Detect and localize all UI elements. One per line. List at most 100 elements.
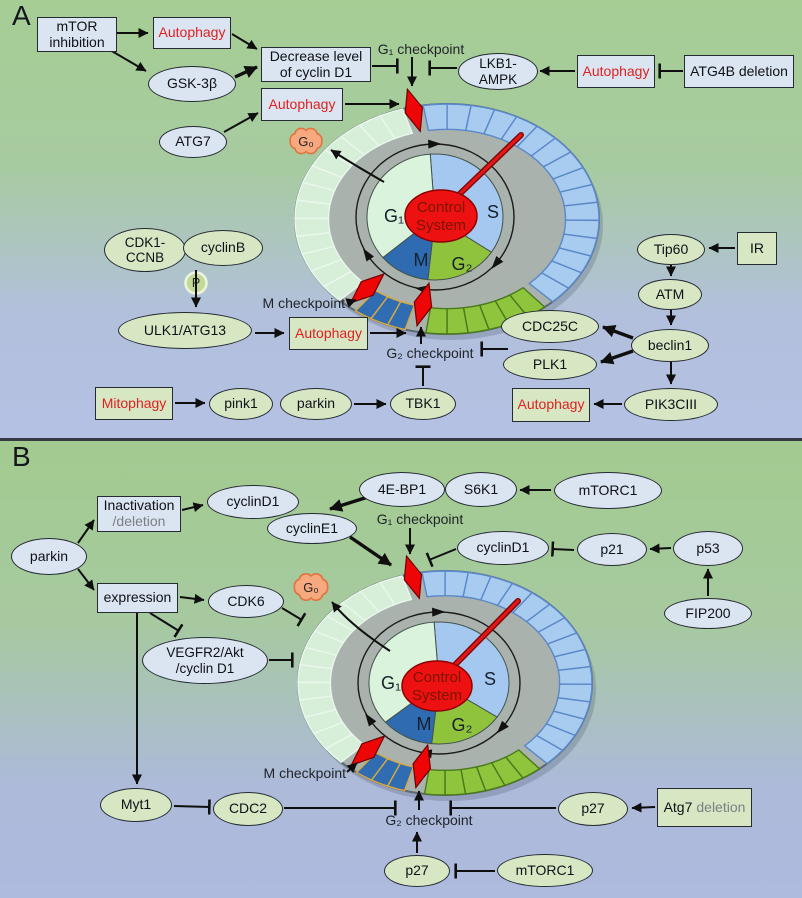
phase-label-m-a: M bbox=[414, 250, 429, 270]
cycle-arrowhead bbox=[496, 720, 509, 734]
arrow-connector bbox=[631, 802, 656, 813]
phase-label-g1-b: G₁ bbox=[381, 673, 401, 693]
panel-a-letter: A bbox=[12, 0, 31, 31]
panel-b-letter: B bbox=[12, 441, 31, 472]
inhibition-connector bbox=[281, 607, 307, 627]
arrow-connector bbox=[231, 33, 258, 50]
node-s6k1: S6K1 bbox=[445, 472, 517, 507]
g1-checkpoint-label-a: G₁ checkpoint bbox=[377, 41, 465, 57]
phase-segment bbox=[563, 201, 600, 222]
g0-cloud-shape bbox=[289, 127, 323, 155]
phase-segment bbox=[379, 108, 414, 140]
node-cdk1-ccnb: CDK1- CCNB bbox=[104, 228, 186, 272]
g0-cloud-b bbox=[293, 573, 329, 601]
inhibition-connector bbox=[551, 541, 575, 557]
phase-label-g2-b: G₂ bbox=[452, 715, 473, 735]
arrow-connector bbox=[77, 568, 95, 591]
m-checkpoint-label-a: M checkpoint bbox=[262, 295, 345, 311]
checkpoint-diamond bbox=[412, 743, 432, 789]
node-expression: expression bbox=[97, 583, 178, 613]
atg7-text: Atg7 bbox=[663, 798, 693, 815]
g0-label-a: G₀ bbox=[298, 134, 314, 149]
arrow-connector bbox=[346, 762, 358, 774]
checkpoint-diamond bbox=[350, 735, 386, 767]
panel-b-diagram-layer: G₁ S G₂ M Control System G₀ bbox=[77, 485, 713, 879]
node-cdk6: CDK6 bbox=[208, 585, 284, 618]
control-system-label-a: Control bbox=[417, 199, 465, 216]
node-myt1: Myt1 bbox=[100, 788, 172, 822]
node-mtor-inhibition: mTOR inhibition bbox=[37, 17, 117, 52]
phase-wedge bbox=[433, 621, 510, 718]
control-system-label-b: Control bbox=[413, 669, 461, 686]
node-p21: p21 bbox=[577, 533, 647, 566]
g2-checkpoint-label-b: G₂ checkpoint bbox=[385, 812, 473, 828]
node-inactivation-deletion: Inactivation /deletion bbox=[97, 496, 181, 532]
control-system-ellipse-b bbox=[401, 660, 473, 712]
node-tbk1: TBK1 bbox=[390, 388, 456, 420]
inhibition-connector bbox=[149, 612, 184, 638]
node-cycline1: cyclinE1 bbox=[267, 513, 357, 544]
inhibition-connector bbox=[173, 799, 211, 815]
checkpoint-diamond bbox=[349, 272, 386, 304]
phase-label-g2-a: G₂ bbox=[452, 254, 473, 274]
arrow-connector bbox=[345, 298, 357, 308]
node-p27-right: p27 bbox=[558, 792, 628, 826]
arrow-connector bbox=[179, 593, 205, 604]
g1-checkpoint-label-b: G₁ checkpoint bbox=[376, 511, 464, 527]
node-cdc2: CDC2 bbox=[213, 792, 283, 826]
arrow-connector bbox=[600, 349, 634, 365]
phase-segment bbox=[528, 272, 570, 303]
panel-a-diagram-layer: G₁ S G₂ M Control System G₀ P bbox=[109, 28, 735, 409]
node-fip200: FIP200 bbox=[664, 598, 752, 629]
node-cdc25c: CDC25C bbox=[501, 310, 599, 343]
node-gsk3b: GSK-3β bbox=[148, 66, 236, 102]
node-cyclind1-top: cyclinD1 bbox=[207, 485, 299, 519]
panel-b: G₁ S G₂ M Control System G₀ bbox=[0, 441, 802, 898]
inactivation-text: Inactivation bbox=[103, 497, 175, 514]
arrow-connector bbox=[234, 65, 258, 79]
g0-label-b: G₀ bbox=[303, 580, 319, 595]
control-system-label-a: System bbox=[416, 217, 466, 234]
phase-wedge bbox=[366, 153, 436, 259]
cycle-arrowhead bbox=[362, 248, 374, 262]
node-parkin-b: parkin bbox=[11, 538, 87, 575]
node-atg7: ATG7 bbox=[159, 126, 227, 158]
panel-a: G₁ S G₂ M Control System G₀ P bbox=[0, 0, 802, 441]
node-autophagy-right: Autophagy bbox=[577, 55, 655, 88]
arrow-connector bbox=[349, 535, 392, 567]
phase-segment bbox=[297, 681, 333, 701]
g2-checkpoint-label-a: G₂ checkpoint bbox=[386, 345, 474, 361]
cycle-arrowhead bbox=[365, 713, 377, 727]
node-beclin1: beclin1 bbox=[631, 329, 709, 362]
arrow-connector bbox=[109, 49, 147, 72]
arrow-connector bbox=[330, 149, 385, 183]
phase-segment bbox=[379, 575, 413, 606]
node-p53: p53 bbox=[673, 531, 743, 566]
phase-label-g1-a: G₁ bbox=[384, 206, 404, 226]
phase-segment bbox=[294, 217, 331, 238]
node-mtorc1-top: mTORC1 bbox=[554, 472, 662, 509]
node-mitophagy: Mitophagy bbox=[95, 387, 173, 420]
connectors-a bbox=[109, 28, 735, 409]
node-tip60: Tip60 bbox=[637, 234, 705, 265]
node-vegfr2-akt-cyclind1: VEGFR2/Akt /cyclin D1 bbox=[142, 637, 268, 684]
arrow-connector bbox=[602, 325, 634, 340]
cycle-arrowhead bbox=[428, 139, 442, 149]
arrow-connector bbox=[329, 495, 369, 512]
node-plk1: PLK1 bbox=[503, 349, 597, 380]
arrow-connector bbox=[77, 519, 95, 544]
node-atg4b-deletion: ATG4B deletion bbox=[684, 55, 794, 88]
node-autophagy-pik3: Autophagy bbox=[512, 388, 590, 422]
arrow-connector bbox=[331, 601, 391, 652]
deletion-text: /deletion bbox=[112, 513, 166, 529]
g0-cloud-a bbox=[289, 127, 323, 155]
phase-label-s-b: S bbox=[484, 669, 496, 689]
g0-cloud-shape bbox=[293, 573, 329, 601]
checkpoint-diamond bbox=[404, 87, 424, 133]
phase-segment bbox=[557, 665, 593, 686]
node-ulk1-atg13: ULK1/ATG13 bbox=[118, 312, 252, 349]
node-decrease-cyclin-d1: Decrease level of cyclin D1 bbox=[261, 47, 371, 82]
checkpoint-diamond bbox=[403, 554, 423, 600]
node-mtorc1-bottom: mTORC1 bbox=[497, 854, 593, 887]
m-checkpoint-label-b: M checkpoint bbox=[263, 765, 346, 781]
